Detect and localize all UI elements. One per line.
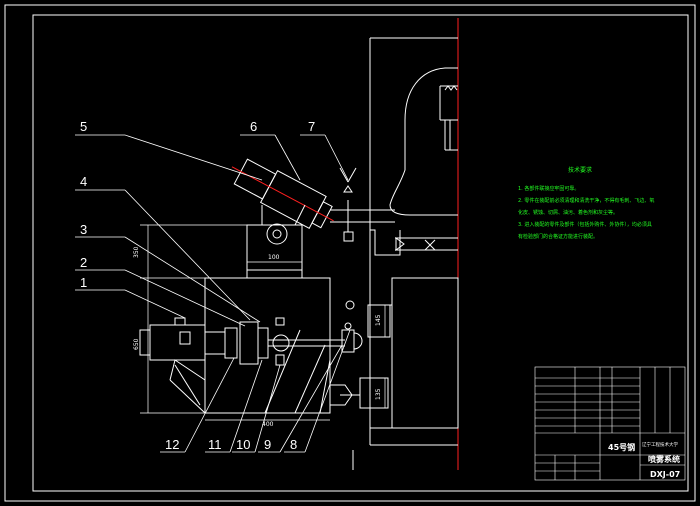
tank-body [169,224,360,414]
balloon-4: 4 [80,174,87,189]
leader-lines [75,134,351,453]
balloon-6: 6 [250,119,257,134]
balloon-7: 7 [308,119,315,134]
note-line-2: 2. 零件在装配前必须清理和清洗干净，不得有毛刺、飞边、氧 [518,197,654,204]
dim-left-upper: 350 [133,246,140,258]
notes-title: 技术要求 [568,166,592,174]
tb-drawing-name: 喷雾系统 [648,454,680,464]
machine-frame [330,37,459,470]
note-line-4: 3. 进入装配的零件及部件（包括外购件、外协件），均必须具 [518,221,652,228]
balloon-1: 1 [80,275,87,290]
outer-border [4,4,696,502]
note-line-3: 化皮、锈蚀、切屑、油污、着色剂和灰尘等。 [518,209,618,216]
note-line-1: 1. 各部件联接应牢固可靠。 [518,185,579,192]
spray-nozzle [231,158,334,245]
dimension-lines [140,224,386,421]
dim-right-upper: 145 [375,314,382,326]
motor-assembly [139,300,363,366]
balloon-12: 12 [165,437,179,452]
dim-bottom: 400 [262,421,274,428]
tb-drawing-number: DXJ-07 [650,470,680,479]
tb-material: 45号钢 [608,442,635,452]
inner-frame [32,14,689,492]
dim-top-small: 100 [268,254,280,261]
technical-notes: 技术要求 1. 各部件联接应牢固可靠。 2. 零件在装配前必须清理和清洗干净，不… [518,166,654,240]
note-line-5: 有检验部门的合格证方能进行装配。 [518,233,598,240]
tb-school: 辽宁工程技术大学 [642,441,678,448]
title-block [534,366,686,481]
balloon-11: 11 [208,437,222,452]
balloon-3: 3 [80,222,87,237]
balloon-2: 2 [80,255,87,270]
balloon-5: 5 [80,119,87,134]
balloon-10: 10 [236,437,250,452]
dim-right-lower: 135 [375,388,382,400]
balloon-8: 8 [290,437,297,452]
balloon-9: 9 [264,437,271,452]
dim-left-lower: 650 [133,338,140,350]
